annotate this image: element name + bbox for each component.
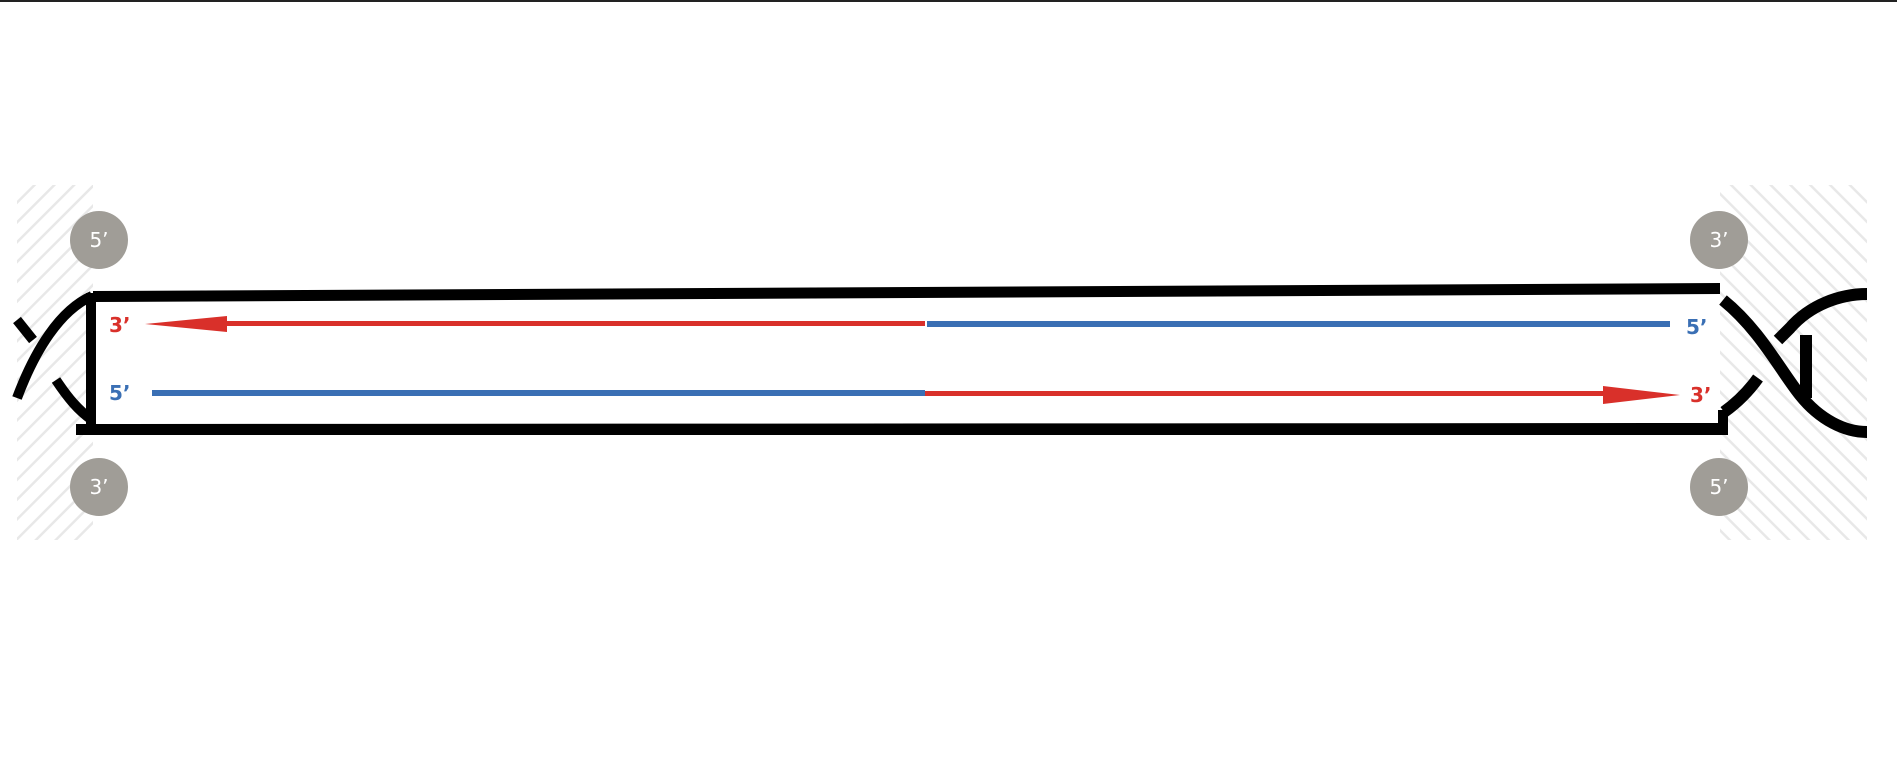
svg-text:5’: 5’ xyxy=(1709,475,1728,499)
end-marker-bottom-left: 3’ xyxy=(70,458,128,516)
end-marker-top-right: 3’ xyxy=(1690,211,1748,269)
upper-blue-line xyxy=(927,321,1670,327)
right-helix-icon xyxy=(1719,288,1868,438)
lower-left-label: 5’ xyxy=(109,381,131,405)
left-helix-icon xyxy=(12,291,96,428)
lower-blue-line xyxy=(152,390,925,396)
top-border xyxy=(0,0,1897,2)
bottom-backbone-bar xyxy=(76,423,1728,435)
svg-text:5’: 5’ xyxy=(89,228,108,252)
lower-right-label: 3’ xyxy=(1690,383,1712,407)
bottom-bar-notch xyxy=(1718,410,1728,426)
end-marker-top-left: 5’ xyxy=(70,211,128,269)
upper-red-arrow xyxy=(145,316,925,332)
svg-text:3’: 3’ xyxy=(1709,228,1728,252)
end-marker-bottom-right: 5’ xyxy=(1690,458,1748,516)
svg-text:3’: 3’ xyxy=(89,475,108,499)
upper-right-label: 5’ xyxy=(1686,315,1708,339)
lower-red-arrow xyxy=(925,386,1680,404)
upper-left-label: 3’ xyxy=(109,313,131,337)
top-backbone-bar xyxy=(93,283,1720,302)
